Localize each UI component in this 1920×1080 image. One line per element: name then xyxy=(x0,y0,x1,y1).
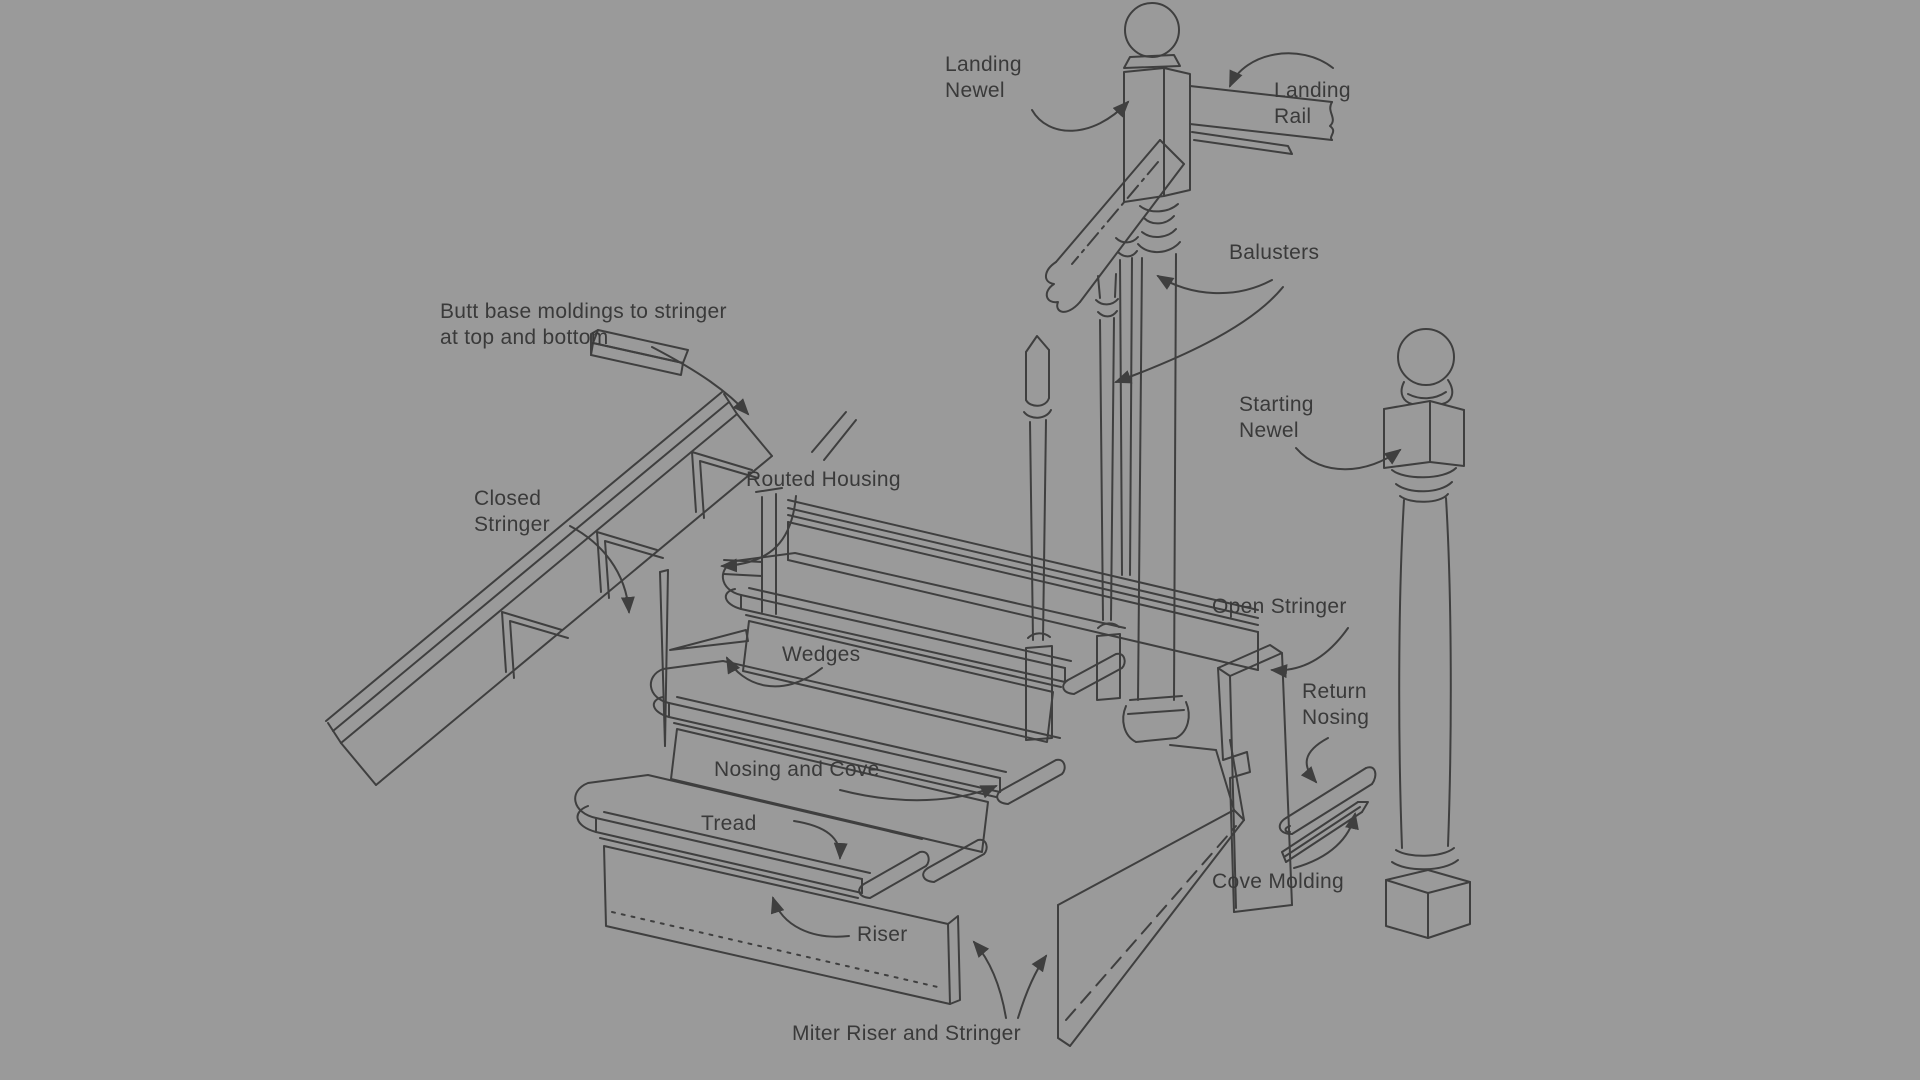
arrow-starting-newel xyxy=(1295,447,1402,471)
arrow-cove-molding xyxy=(1293,812,1359,869)
return-nosing-drawing xyxy=(1278,766,1377,835)
wedges-drawing xyxy=(659,569,749,747)
label-cove-molding: Cove Molding xyxy=(1212,870,1344,893)
leader-arrows xyxy=(569,52,1402,1019)
label-nosing-and-cove: Nosing and Cove xyxy=(714,758,880,781)
label-return-nosing: Return Nosing xyxy=(1302,680,1370,729)
label-landing-rail: Landing Rail xyxy=(1274,79,1351,128)
arrow-tread xyxy=(793,820,848,860)
arrow-landing-rail xyxy=(1229,52,1334,88)
starting-newel-drawing xyxy=(1383,328,1471,939)
arrow-balusters-lower xyxy=(1114,286,1284,384)
arrow-wedges xyxy=(726,656,823,688)
label-open-stringer: Open Stringer xyxy=(1212,595,1347,618)
miter-stringer-drawing xyxy=(1057,739,1245,1047)
arrow-riser xyxy=(770,896,850,938)
label-routed-housing: Routed Housing xyxy=(746,468,901,491)
arrow-butt-base xyxy=(651,346,750,416)
arrow-open-stringer xyxy=(1270,627,1349,679)
label-starting-newel: Starting Newel xyxy=(1239,393,1314,442)
label-landing-newel: Landing Newel xyxy=(945,53,1022,102)
arrow-miter-left xyxy=(972,940,1007,1019)
arrow-closed-stringer xyxy=(569,525,635,614)
arrow-routed-housing xyxy=(720,495,797,573)
label-butt-base-moldings: Butt base moldings to stringer at top an… xyxy=(440,300,727,349)
label-balusters: Balusters xyxy=(1229,241,1320,264)
open-stringer-drawing xyxy=(1217,644,1293,913)
label-riser: Riser xyxy=(857,923,908,946)
stairs-drawing xyxy=(574,411,1259,1005)
arrow-return-nosing xyxy=(1300,737,1329,784)
label-miter-riser-stringer: Miter Riser and Stringer xyxy=(792,1022,1021,1045)
label-closed-stringer: Closed Stringer xyxy=(474,487,550,536)
label-wedges: Wedges xyxy=(782,643,861,666)
label-tread: Tread xyxy=(701,812,757,835)
balustrade-drawing xyxy=(1023,2,1335,743)
arrow-balusters-upper xyxy=(1156,274,1273,295)
arrow-miter-right xyxy=(1017,954,1048,1019)
arrow-nosing-cove xyxy=(839,785,998,802)
arrow-landing-newel xyxy=(1031,100,1130,132)
closed-stringer-drawing xyxy=(325,329,773,786)
